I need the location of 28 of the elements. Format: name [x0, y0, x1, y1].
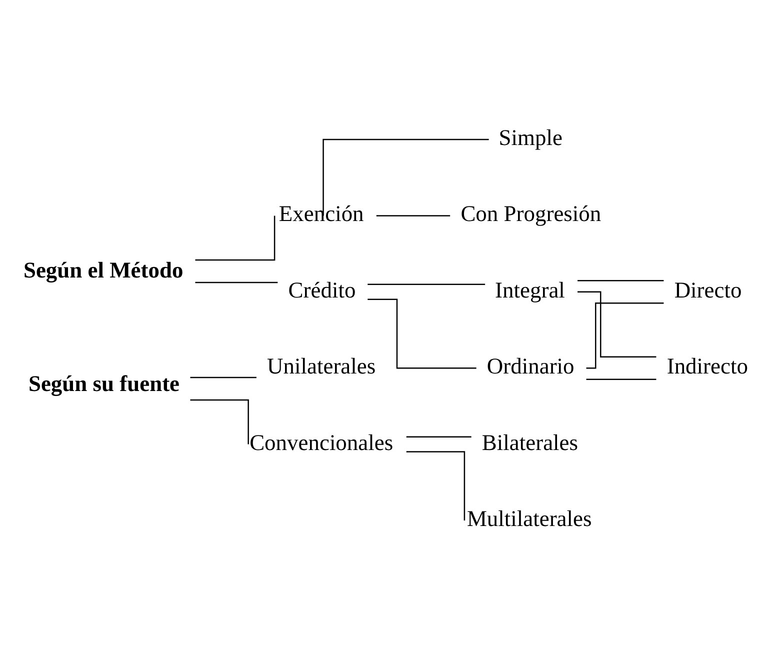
node-text: Simple: [498, 124, 562, 150]
connector: [376, 214, 450, 216]
node-text: Unilaterales: [267, 353, 376, 378]
connector: [322, 138, 489, 216]
connector: [195, 215, 276, 260]
node-text: Indirecto: [666, 353, 748, 378]
connector: [586, 302, 664, 368]
node-text: Exención: [278, 200, 364, 226]
node-text: Crédito: [288, 276, 356, 302]
connector: [190, 376, 256, 378]
node-text: Según su fuente: [28, 370, 180, 396]
connector: [368, 283, 486, 285]
node-text: Con Progresión: [460, 200, 602, 226]
connector: [578, 280, 664, 281]
connector: [406, 436, 472, 437]
connector: [195, 281, 278, 283]
node-text: Convencionales: [250, 429, 394, 454]
connector: [578, 290, 656, 357]
connector: [368, 298, 476, 368]
node-text: Integral: [495, 276, 565, 302]
node-text: Directo: [674, 276, 742, 302]
node-text: Multilaterales: [466, 506, 592, 531]
node-text: Según el Método: [23, 256, 184, 282]
node-text: Ordinario: [486, 353, 574, 378]
connector: [586, 378, 656, 380]
connector: [406, 450, 466, 520]
connector: [190, 398, 249, 444]
node-text: Bilaterales: [482, 429, 578, 454]
